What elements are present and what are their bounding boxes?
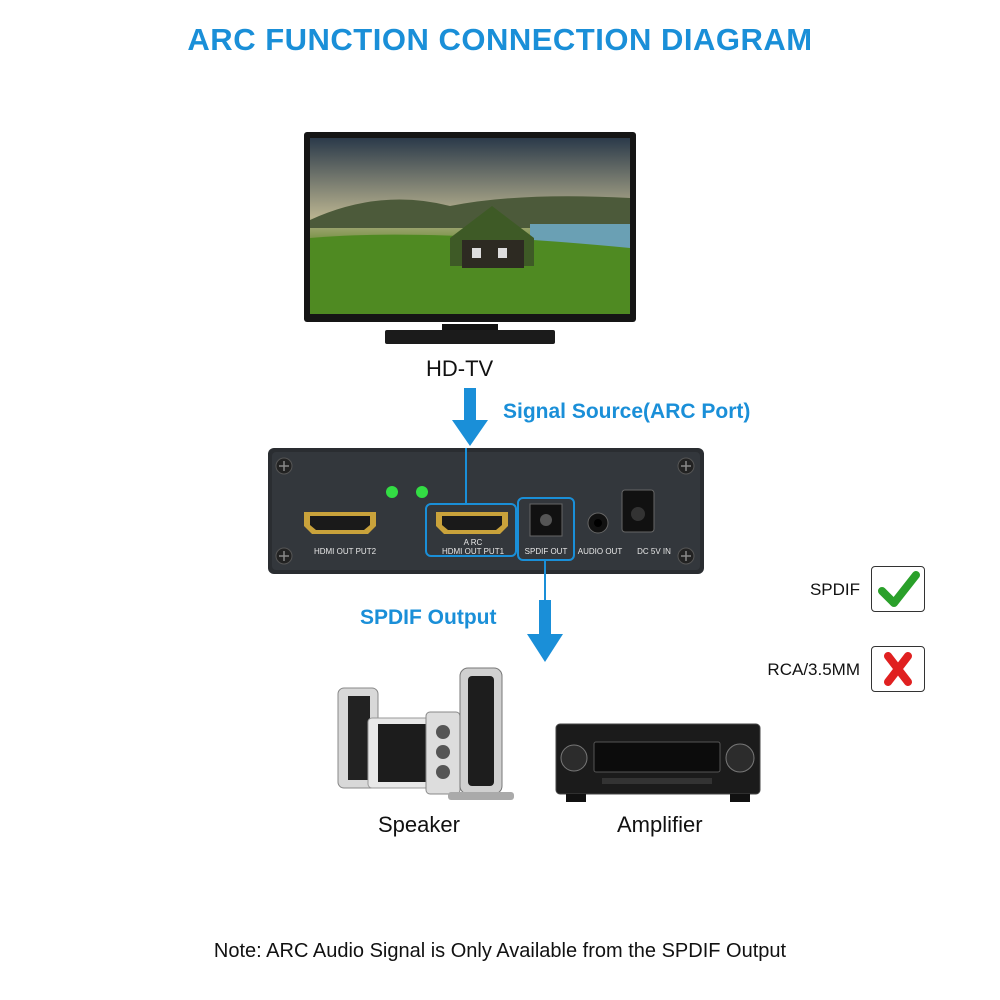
port-label-dc-in: DC 5V IN (637, 547, 671, 556)
tv-icon (304, 132, 636, 344)
arc-connector-line (465, 448, 467, 504)
down-arrow-icon (452, 388, 488, 446)
signal-source-label: Signal Source(ARC Port) (503, 400, 751, 423)
spdif-connector-line (544, 560, 546, 602)
port-label-spdif: SPDIF OUT (524, 547, 568, 556)
tv-label: HD-TV (426, 356, 494, 381)
speaker-label: Speaker (378, 812, 460, 837)
spdif-output-label: SPDIF Output (360, 606, 497, 629)
diagram-title: ARC FUNCTION CONNECTION DIAGRAM (187, 22, 813, 57)
cross-icon (884, 652, 912, 686)
check-mark-box (871, 566, 925, 612)
port-label-hdmi-out2: HDMI OUT PUT2 (313, 547, 377, 556)
cross-mark-box (871, 646, 925, 692)
option-label-rca: RCA/3.5MM (767, 660, 860, 679)
speaker-icon (337, 667, 514, 800)
amplifier-icon (555, 723, 761, 802)
port-label-hdmi-out1: HDMI OUT PUT1 (441, 547, 505, 556)
check-icon (878, 571, 920, 607)
arc-extractor-device (268, 448, 704, 574)
down-arrow-icon (527, 600, 563, 662)
footer-note: Note: ARC Audio Signal is Only Available… (213, 940, 787, 962)
option-label-spdif: SPDIF (809, 580, 860, 599)
port-label-arc: A RC (463, 538, 483, 547)
port-label-audio-out: AUDIO OUT (577, 547, 623, 556)
amplifier-label: Amplifier (617, 812, 703, 837)
